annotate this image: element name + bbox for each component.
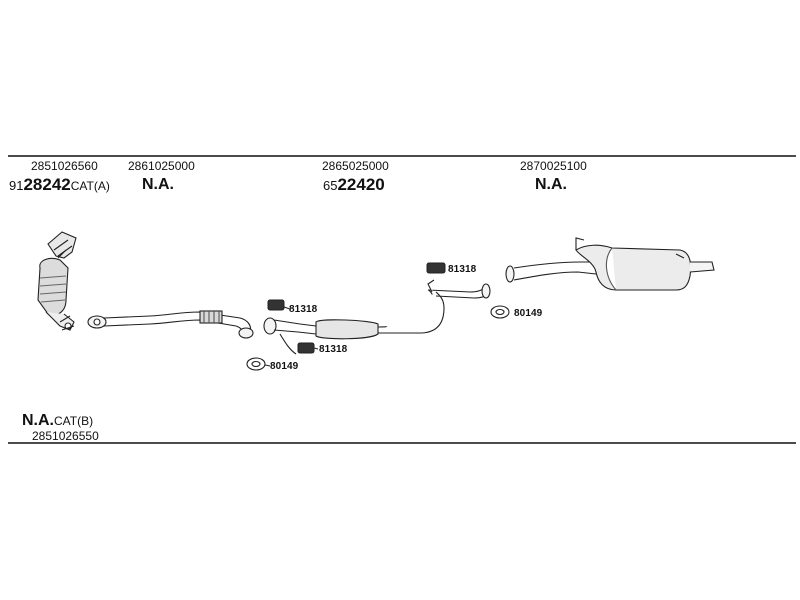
section-1-code-main: 28242 (23, 175, 71, 194)
section-1-part-number: 2851026560 (31, 159, 98, 173)
callout-gasket-front: 80149 (270, 361, 299, 372)
callout-clamp-front-upper: 81318 (289, 304, 318, 315)
section-3-code-main: 22420 (337, 175, 385, 194)
section-1-code-prefix: 91 (9, 178, 24, 193)
section-1-code-suffix: CAT(A) (70, 179, 110, 193)
callout-clamp-rear: 81318 (448, 264, 477, 275)
section-4-part-number: 2870025100 (520, 159, 587, 173)
bottom-item-code: N.A.CAT(B) (22, 413, 93, 429)
rear-silencer-icon (505, 237, 715, 291)
catalytic-converter-icon (37, 231, 77, 331)
bottom-item-part-number: 2851026550 (32, 429, 99, 443)
front-clamp-lower-icon (297, 342, 319, 354)
rear-clamp-icon (426, 262, 446, 274)
section-4-code: N.A. (535, 176, 567, 193)
center-pipe-resonator-icon (263, 279, 491, 355)
front-pipe-icon (87, 310, 254, 339)
section-2-code: N.A. (142, 176, 174, 193)
section-2-part-number: 2861025000 (128, 159, 195, 173)
front-clamp-upper-icon (267, 299, 291, 311)
front-gasket-icon (246, 357, 271, 371)
bottom-item-code-suffix: CAT(B) (54, 414, 94, 428)
bottom-item-code-main: N.A. (22, 412, 54, 429)
section-1-code: 9128242CAT(A) (9, 176, 110, 194)
section-3-part-number: 2865025000 (322, 159, 389, 173)
rear-gasket-icon (490, 305, 510, 319)
callout-clamp-front-lower: 81318 (319, 344, 348, 355)
section-3-code: 6522420 (323, 176, 385, 194)
callout-gasket-rear: 80149 (514, 308, 543, 319)
section-3-code-prefix: 65 (323, 178, 338, 193)
